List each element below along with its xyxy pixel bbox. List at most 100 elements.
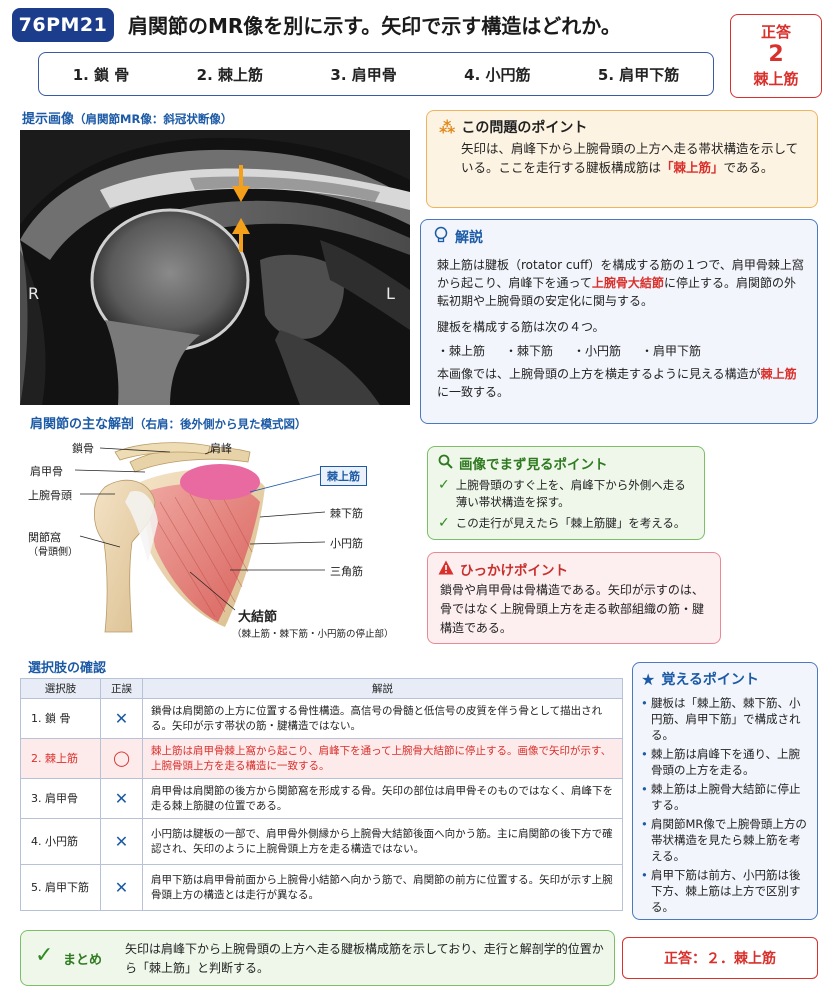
choice-5[interactable]: 5. 肩甲下筋: [597, 65, 680, 84]
point-card: ⁂ この問題のポイント 矢印は、肩峰下から上腕骨頭の上方へ走る帯状構造を示してい…: [426, 110, 818, 208]
warning-icon: [438, 560, 454, 579]
col-header-judgement: 正誤: [100, 678, 143, 699]
trap-point-card: ひっかけポイント 鎖骨や肩甲骨は骨構造である。矢印が示すのは、骨ではなく上腕骨頭…: [427, 552, 721, 644]
cross-icon: ✕: [100, 778, 143, 819]
list-item: 腱板は「棘上筋、棘下筋、小円筋、肩甲下筋」で構成される。: [641, 695, 809, 743]
choice-1[interactable]: 1. 鎖 骨: [72, 65, 130, 84]
label-glenoid: 関節窩: [28, 531, 61, 544]
memorize-title: 覚えるポイント: [661, 672, 759, 688]
anatomy-section-title: 肩関節の主な解剖（右肩：後外側から見た模式図）: [30, 417, 307, 432]
list-item: ・肩甲下筋: [641, 344, 702, 358]
star-icon: ★: [641, 669, 656, 689]
explanation-p2: 腱板を構成する筋は次の４つ。: [437, 320, 605, 334]
list-item: ・小円筋: [573, 344, 622, 358]
triangle-dots-icon: ⁂: [439, 117, 456, 137]
choice-review-table: 選択肢 正誤 解説 1. 鎖 骨 ✕ 鎖骨は肩関節の上方に位置する骨性構造。高信…: [20, 678, 623, 911]
row-explanation: 肩甲骨は肩関節の後方から関節窩を形成する骨。矢印の部位は肩甲骨そのものではなく、…: [142, 778, 623, 819]
mri-image: R L: [20, 130, 410, 405]
check-icon: ✓: [438, 515, 450, 531]
memorize-list: 腱板は「棘上筋、棘下筋、小円筋、肩甲下筋」で構成される。 棘上筋は肩峰下を通り、…: [641, 695, 809, 915]
image-section-title: 提示画像（肩関節MR像：斜冠状断像）: [22, 112, 233, 127]
point-card-title: この問題のポイント: [461, 120, 588, 136]
label-clavicle: 鎖骨: [72, 442, 94, 455]
list-item: 棘上筋は上腕骨大結節に停止する。: [641, 781, 809, 813]
col-header-explanation: 解説: [142, 678, 623, 699]
list-item: ✓ 上腕骨頭のすぐ上を、肩峰下から外側へ走る薄い帯状構造を探す。: [438, 477, 686, 509]
choice-4[interactable]: 4. 小円筋: [464, 65, 531, 84]
explanation-card: 解説 棘上筋は腱板（rotator cuff）を構成する筋の１つで、肩甲骨棘上窩…: [420, 219, 818, 424]
magnifier-icon: [438, 454, 453, 473]
trap-point-title: ひっかけポイント: [460, 563, 568, 579]
answer-label: 正答: [760, 23, 791, 41]
rotator-cuff-list: ・棘上筋 ・棘下筋 ・小円筋 ・肩甲下筋: [437, 342, 805, 359]
right-marker: R: [28, 284, 40, 303]
circle-icon: ◯: [100, 738, 143, 779]
table-row: 1. 鎖 骨 ✕ 鎖骨は肩関節の上方に位置する骨性構造。高信号の骨髄と低信号の皮…: [20, 698, 623, 739]
list-item: 棘上筋は肩峰下を通り、上腕骨頭の上方を走る。: [641, 746, 809, 778]
point-card-text: 矢印は、肩峰下から上腕骨頭の上方へ走る帯状構造を示している。ここを走行する腱板構…: [461, 141, 799, 175]
anatomy-diagram: 鎖骨 肩峰 肩甲骨 上腕骨頭 関節窩 （骨頭側） 棘上筋 棘下筋 小円筋 三角筋…: [20, 432, 415, 652]
row-explanation: 棘上筋は肩甲骨棘上窩から起こり、肩峰下を通って上腕骨大結節に停止する。画像で矢印…: [142, 738, 623, 779]
table-header-row: 選択肢 正誤 解説: [20, 678, 623, 699]
list-item: ・棘下筋: [505, 344, 554, 358]
lightbulb-icon: [433, 226, 449, 248]
label-acromion: 肩峰: [210, 442, 232, 455]
choice-list: 1. 鎖 骨 2. 棘上筋 3. 肩甲骨 4. 小円筋 5. 肩甲下筋: [38, 52, 714, 96]
list-item: ✓ この走行が見えたら「棘上筋腱」を考える。: [438, 515, 686, 531]
cross-icon: ✕: [100, 818, 143, 865]
row-choice: 1. 鎖 骨: [20, 698, 101, 739]
summary-label: まとめ: [63, 953, 103, 968]
label-deltoid: 三角筋: [330, 565, 363, 578]
label-supraspinatus: 棘上筋: [320, 466, 367, 486]
row-choice: 4. 小円筋: [20, 818, 101, 865]
cross-icon: ✕: [100, 864, 143, 911]
list-item: 肩甲下筋は前方、小円筋は後下方、棘上筋は上方で区別する。: [641, 867, 809, 915]
row-choice: 5. 肩甲下筋: [20, 864, 101, 911]
table-row: 5. 肩甲下筋 ✕ 肩甲下筋は肩甲骨前面から上腕骨小結節へ向かう筋で、肩関節の前…: [20, 864, 623, 911]
list-item: ・棘上筋: [437, 344, 486, 358]
label-humeral-head: 上腕骨頭: [28, 489, 72, 502]
look-point-title: 画像でまず見るポイント: [459, 457, 608, 473]
answer-box: 正答 2 棘上筋: [730, 14, 822, 98]
table-title: 選択肢の確認: [28, 661, 107, 676]
choice-2[interactable]: 2. 棘上筋: [196, 65, 264, 84]
shoulder-illustration: [74, 442, 326, 633]
label-greater-tubercle-sub: （棘上筋・棘下筋・小円筋の停止部）: [232, 629, 394, 640]
table-row: 3. 肩甲骨 ✕ 肩甲骨は肩関節の後方から関節窩を形成する骨。矢印の部位は肩甲骨…: [20, 778, 623, 819]
answer-name: 棘上筋: [753, 70, 799, 88]
question-title: 肩関節のMR像を別に示す。矢印で示す構造はどれか。: [128, 14, 621, 38]
label-glenoid-sub: （骨頭側）: [28, 547, 78, 558]
summary-text: 矢印は肩峰下から上腕骨頭の上方へ走る腱板構成筋を示しており、走行と解剖学的位置か…: [125, 942, 604, 975]
table-row: 4. 小円筋 ✕ 小円筋は腱板の一部で、肩甲骨外側縁から上腕骨大結節後面へ向かう…: [20, 818, 623, 865]
check-icon: ✓: [438, 477, 450, 493]
answer-number: 2: [768, 42, 784, 67]
row-choice: 2. 棘上筋: [20, 738, 101, 779]
memorize-card: ★ 覚えるポイント 腱板は「棘上筋、棘下筋、小円筋、肩甲下筋」で構成される。 棘…: [632, 662, 818, 920]
row-explanation: 肩甲下筋は肩甲骨前面から上腕骨小結節へ向かう筋で、肩関節の前方に位置する。矢印が…: [142, 864, 623, 911]
choice-3[interactable]: 3. 肩甲骨: [330, 65, 397, 84]
explanation-p3: 本画像では、上腕骨頭の上方を横走するように見える構造が棘上筋に一致する。: [437, 367, 797, 399]
left-marker: L: [386, 284, 395, 303]
label-greater-tubercle: 大結節: [238, 610, 278, 625]
label-teres-minor: 小円筋: [330, 537, 363, 550]
explanation-p1: 棘上筋は腱板（rotator cuff）を構成する筋の１つで、肩甲骨棘上窩から起…: [437, 258, 804, 308]
col-header-choice: 選択肢: [20, 678, 101, 699]
label-scapular-spine: 肩甲骨: [30, 465, 63, 478]
explanation-card-title: 解説: [455, 230, 483, 246]
row-explanation: 鎖骨は肩関節の上方に位置する骨性構造。高信号の骨髄と低信号の皮質を伴う骨として描…: [142, 698, 623, 739]
label-infraspinatus: 棘下筋: [330, 507, 363, 520]
table-row: 2. 棘上筋 ◯ 棘上筋は肩甲骨棘上窩から起こり、肩峰下を通って上腕骨大結節に停…: [20, 738, 623, 779]
row-choice: 3. 肩甲骨: [20, 778, 101, 819]
arrow-up-icon: [232, 218, 250, 252]
look-point-card: 画像でまず見るポイント ✓ 上腕骨頭のすぐ上を、肩峰下から外側へ走る薄い帯状構造…: [427, 446, 705, 540]
question-id-badge: 76PM21: [12, 8, 114, 42]
check-icon: ✓: [35, 943, 54, 968]
summary-box: ✓ まとめ 矢印は肩峰下から上腕骨頭の上方へ走る腱板構成筋を示しており、走行と解…: [20, 930, 615, 986]
cross-icon: ✕: [100, 698, 143, 739]
row-explanation: 小円筋は腱板の一部で、肩甲骨外側縁から上腕骨大結節後面へ向かう筋。主に肩関節の後…: [142, 818, 623, 865]
mri-drawing: [20, 130, 410, 405]
list-item: 肩関節MR像で上腕骨頭上方の帯状構造を見たら棘上筋を考える。: [641, 816, 809, 864]
trap-point-text: 鎖骨や肩甲骨は骨構造である。矢印が示すのは、骨ではなく上腕骨頭上方を走る軟部組織…: [440, 583, 705, 635]
arrow-down-icon: [232, 165, 250, 202]
final-answer: 正答：２．棘上筋: [622, 937, 818, 979]
